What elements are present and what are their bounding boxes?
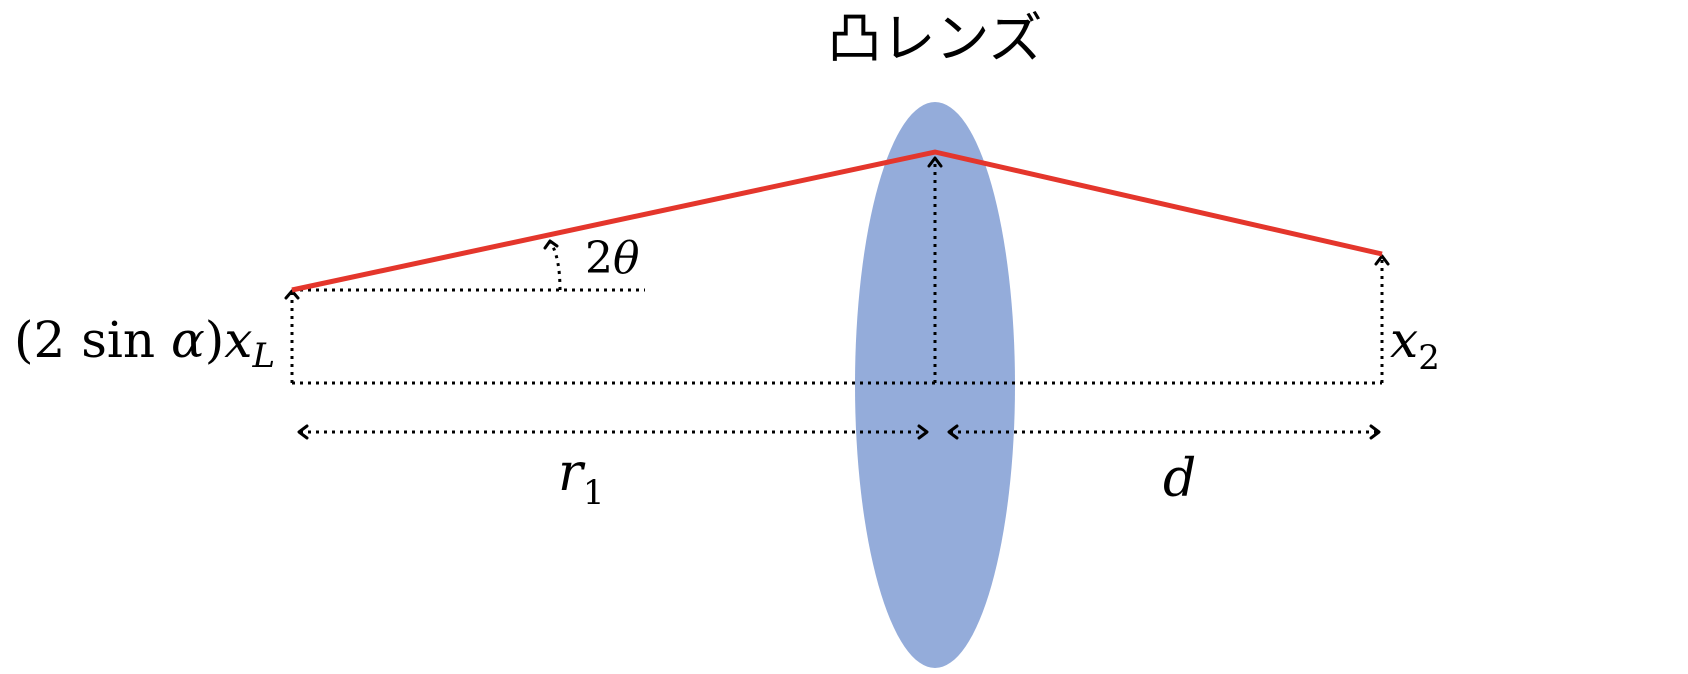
lens-height-arrowhead — [927, 156, 943, 168]
light-ray — [291, 149, 1383, 293]
convex-lens — [855, 102, 1015, 668]
angle-label: 2θ — [585, 233, 640, 284]
r1-label: r1 — [558, 443, 605, 513]
r1-left-arrowhead — [297, 424, 309, 440]
left-height-label: (2 sin α)xL — [14, 311, 275, 376]
d-label: d — [1163, 449, 1196, 509]
right-height-label: x2 — [1390, 311, 1440, 378]
angle-arc-arrowhead — [543, 239, 559, 250]
angle-arc — [549, 242, 562, 291]
diagram-title: 凸レンズ — [828, 7, 1043, 70]
r1-right-arrowhead — [917, 424, 929, 440]
d-right-arrowhead — [1369, 424, 1381, 440]
right-height-arrowhead — [1374, 254, 1390, 266]
d-left-arrowhead — [947, 424, 959, 440]
